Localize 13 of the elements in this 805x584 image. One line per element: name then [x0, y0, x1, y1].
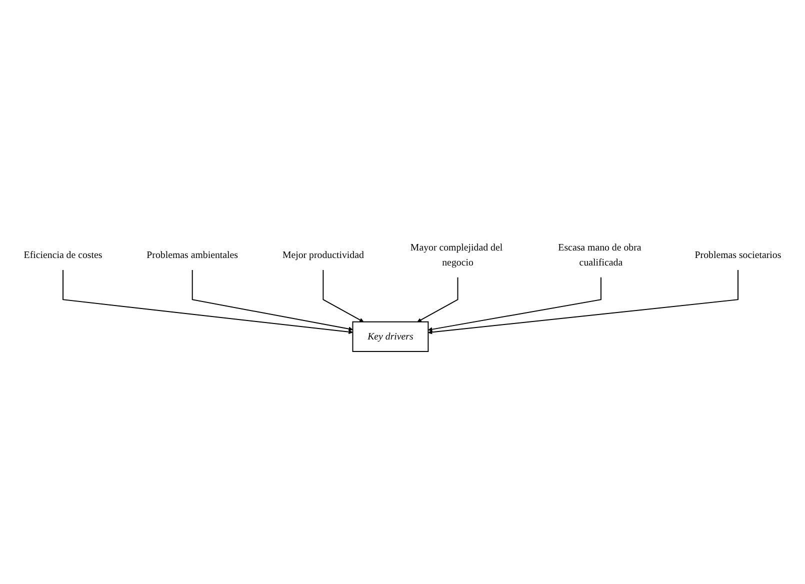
- node-text: Mejor productividad: [282, 250, 364, 260]
- node-text: Problemas societarios: [694, 250, 782, 260]
- arrow: [428, 269, 738, 334]
- arrow: [417, 276, 458, 322]
- node-text: Eficiencia de costes: [24, 250, 102, 260]
- node-text: Problemas ambientales: [146, 250, 238, 260]
- arrow: [428, 276, 602, 332]
- arrow: [192, 269, 353, 331]
- node-text: Escasa mano de obra cualificada: [558, 242, 642, 268]
- node-text: Mayor complejidad del negocio: [410, 242, 503, 268]
- node-box: Key drivers: [352, 321, 429, 352]
- arrow: [62, 269, 353, 334]
- arrow: [322, 269, 364, 322]
